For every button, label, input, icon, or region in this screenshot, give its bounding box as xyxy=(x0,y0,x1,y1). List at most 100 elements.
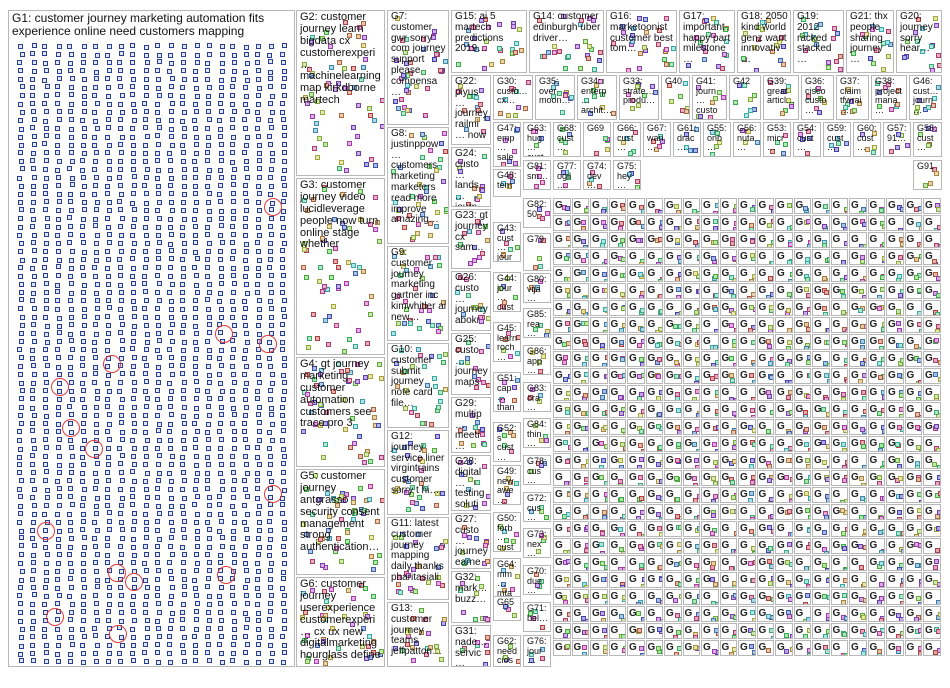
node xyxy=(917,508,922,514)
node xyxy=(56,76,62,82)
group-label: G33: strate… produ… xyxy=(623,76,658,106)
mini-cluster: G xyxy=(867,351,885,367)
node xyxy=(43,109,49,115)
node xyxy=(256,298,262,304)
node xyxy=(19,93,25,99)
node xyxy=(816,109,822,115)
node xyxy=(914,343,920,349)
node xyxy=(330,304,336,310)
node xyxy=(476,230,482,236)
node xyxy=(860,32,866,38)
mini-cluster-label: G xyxy=(592,268,600,279)
mini-cluster-label: G xyxy=(629,251,637,262)
node xyxy=(169,76,175,82)
node xyxy=(465,292,471,298)
node xyxy=(167,446,173,452)
node xyxy=(130,363,136,369)
node xyxy=(207,322,213,328)
node xyxy=(599,243,605,247)
mini-cluster: G xyxy=(793,504,811,520)
node xyxy=(712,226,718,230)
node xyxy=(458,427,464,433)
node xyxy=(93,183,99,189)
node xyxy=(80,551,86,557)
mini-cluster-label: G xyxy=(740,523,748,534)
node xyxy=(712,460,718,466)
mini-cluster-label: G xyxy=(666,404,674,415)
mini-cluster-label: G xyxy=(906,387,915,398)
node xyxy=(205,641,211,647)
node xyxy=(142,577,148,583)
node xyxy=(68,372,74,378)
node xyxy=(243,437,249,443)
node xyxy=(563,440,569,446)
node xyxy=(902,54,908,60)
node xyxy=(67,109,73,115)
node xyxy=(69,389,75,395)
mini-cluster: G xyxy=(867,249,885,265)
node xyxy=(243,462,249,468)
node xyxy=(180,413,186,419)
node xyxy=(514,89,520,95)
node xyxy=(467,228,473,234)
mini-cluster: G xyxy=(886,300,904,316)
mini-cluster-label: G xyxy=(647,353,656,364)
node xyxy=(563,66,569,72)
node xyxy=(533,183,539,189)
node xyxy=(217,192,223,198)
node xyxy=(342,19,348,25)
node xyxy=(43,241,49,247)
node xyxy=(155,117,161,123)
mini-cluster: G xyxy=(812,317,830,333)
node xyxy=(751,92,757,98)
node xyxy=(107,510,113,516)
group-g58: G58: cust… xyxy=(913,122,942,157)
node xyxy=(129,52,135,58)
node xyxy=(194,512,200,518)
node xyxy=(752,379,755,383)
node xyxy=(696,577,700,583)
node xyxy=(167,69,173,75)
node xyxy=(192,356,198,362)
node xyxy=(936,448,940,451)
node xyxy=(760,19,766,25)
node xyxy=(602,329,607,332)
node xyxy=(169,594,175,600)
mini-cluster: G xyxy=(738,266,756,282)
mini-cluster: G xyxy=(904,334,922,350)
node xyxy=(18,126,24,132)
node xyxy=(205,248,211,254)
mini-cluster-label: G xyxy=(740,370,748,381)
mini-cluster: G xyxy=(590,436,608,452)
group-g33: G33: strate… produ… xyxy=(619,75,659,120)
node xyxy=(567,445,570,450)
node xyxy=(181,495,187,501)
mini-cluster-label: G xyxy=(814,353,822,364)
node xyxy=(256,536,262,542)
mini-cluster: G xyxy=(682,521,700,537)
node xyxy=(243,625,249,631)
node xyxy=(728,396,734,400)
node xyxy=(205,389,211,395)
node xyxy=(56,51,62,57)
edge-loop xyxy=(215,325,234,344)
node xyxy=(788,561,792,567)
node xyxy=(268,634,274,640)
node xyxy=(94,331,100,337)
node xyxy=(638,272,644,278)
mini-cluster-label: G xyxy=(666,472,674,483)
node xyxy=(915,460,921,466)
node xyxy=(67,404,73,410)
node xyxy=(322,660,328,666)
node xyxy=(244,52,250,58)
mini-cluster-label: G xyxy=(906,574,915,585)
mini-cluster: G xyxy=(645,419,663,435)
mini-cluster-label: G xyxy=(814,370,822,381)
mini-cluster: G xyxy=(664,249,682,265)
node xyxy=(81,438,87,444)
mini-cluster: G xyxy=(645,402,663,418)
node xyxy=(230,273,236,279)
node xyxy=(81,633,87,639)
node xyxy=(131,453,137,459)
node xyxy=(168,544,174,550)
